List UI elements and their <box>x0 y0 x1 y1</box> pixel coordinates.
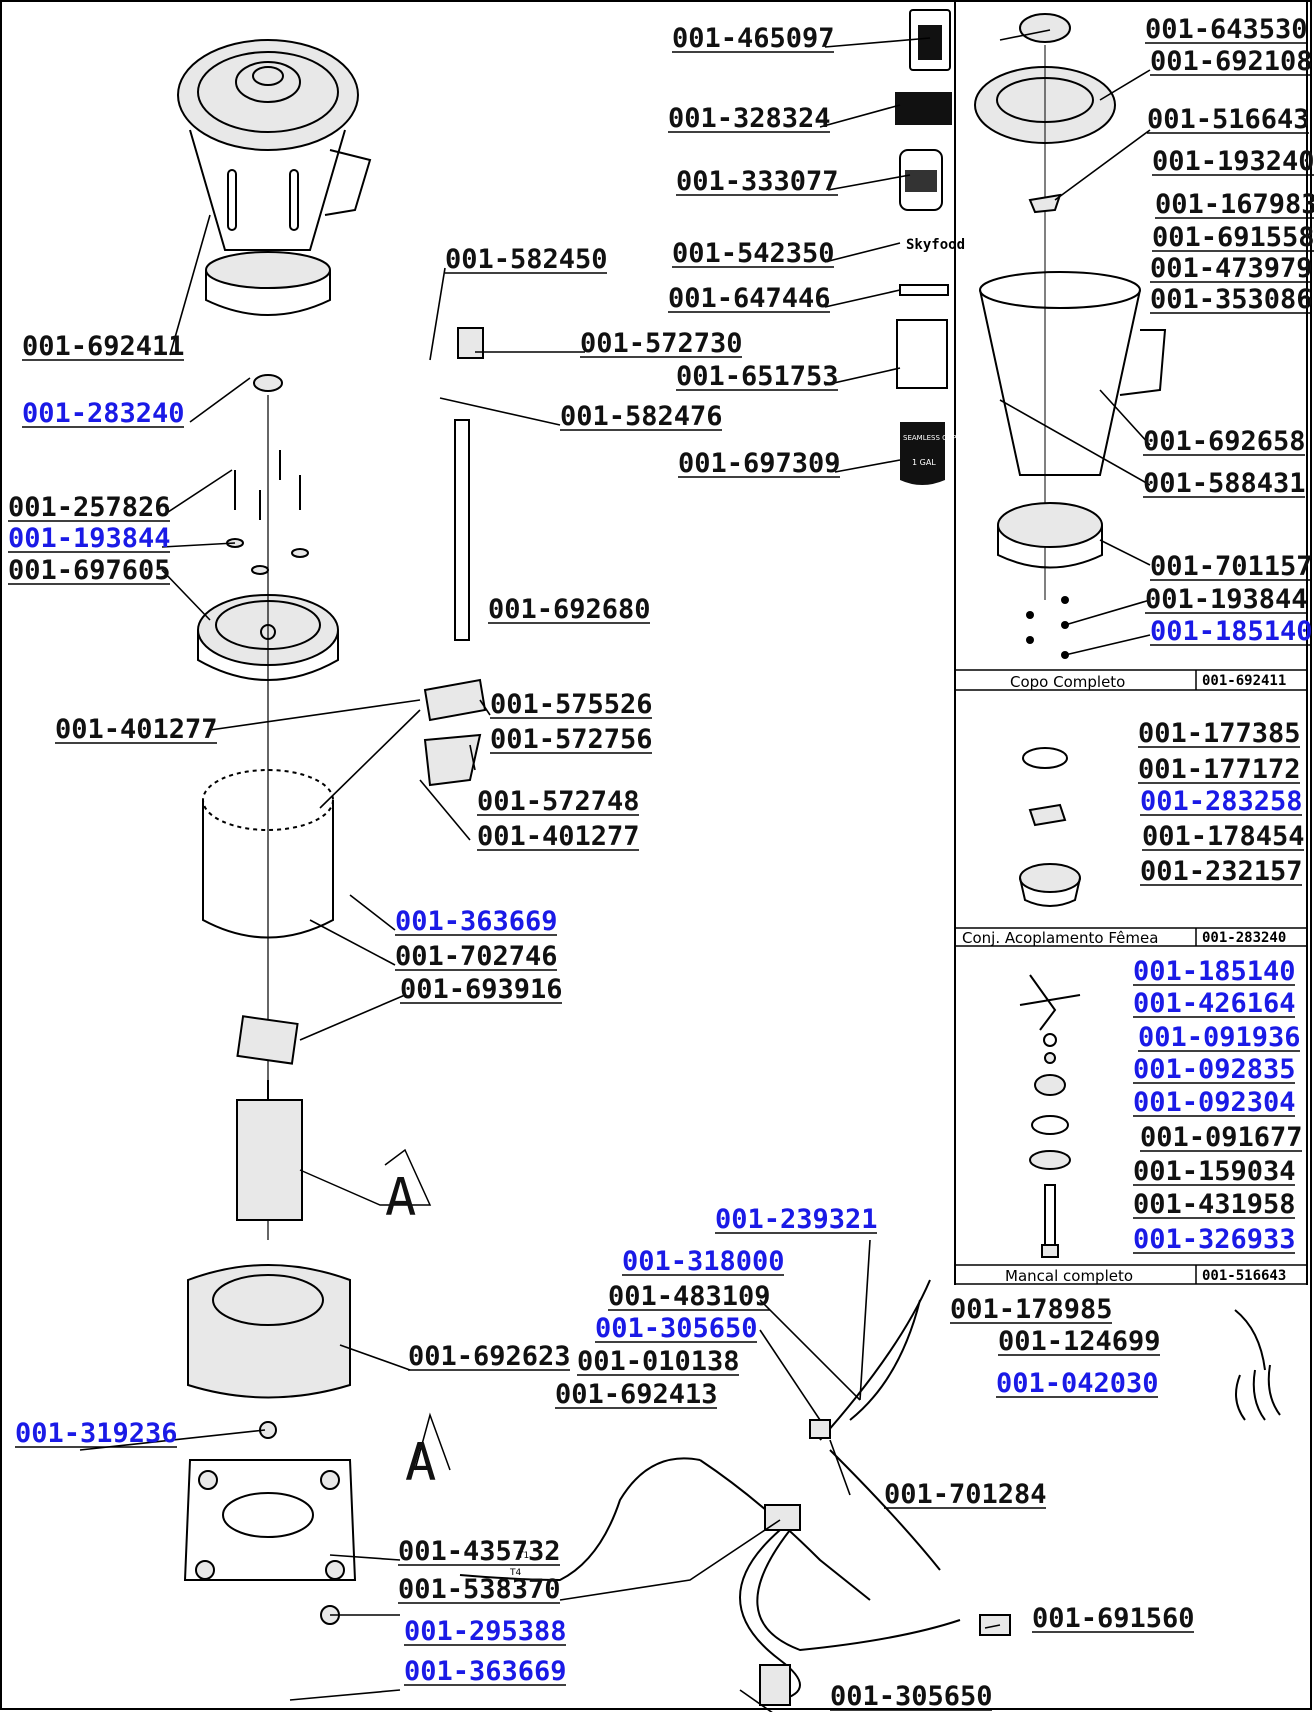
panel-title-mancal: Mancal completo <box>1005 1267 1133 1285</box>
part-number-label: 001-092835 <box>1133 1054 1296 1085</box>
part-number-label: 001-167983 <box>1155 189 1314 220</box>
part-number-label: 001-701284 <box>884 1479 1047 1510</box>
part-number-label: 001-643530 <box>1145 14 1308 45</box>
part-number-label: 001-692680 <box>488 594 651 625</box>
part-number-label: 001-431958 <box>1133 1189 1296 1220</box>
part-number-label: 001-124699 <box>998 1326 1161 1357</box>
part-number-label: 001-692623 <box>408 1341 571 1372</box>
part-number-label: 001-426164 <box>1133 988 1296 1019</box>
wire-tag-t4: T4 <box>509 1568 521 1578</box>
part-number-label: 001-193844 <box>8 523 171 554</box>
part-number-label: 001-257826 <box>8 492 171 523</box>
part-number-label: 001-239321 <box>715 1204 878 1235</box>
part-number-label: 001-326933 <box>1133 1224 1296 1255</box>
part-number-label: 001-588431 <box>1143 468 1306 499</box>
part-labels: 001-465097 001-328324 001-333077 001-542350… <box>8 14 1314 1712</box>
wiring-harness-drawing <box>459 1279 1281 1706</box>
part-number-label: 001-572756 <box>490 724 653 755</box>
part-number-label: 001-319236 <box>15 1418 178 1449</box>
part-number-label: 001-538370 <box>398 1574 561 1605</box>
part-number-label: 001-178454 <box>1142 821 1305 852</box>
part-number-label: 001-193240 <box>1152 146 1314 177</box>
part-number-label: 001-542350 <box>672 238 835 269</box>
part-number-label: 001-295388 <box>404 1616 567 1647</box>
base-plate-drawing <box>183 1421 357 1625</box>
part-number-label: 001-651753 <box>676 361 839 392</box>
detail-callout-a: A <box>405 1433 436 1493</box>
part-number-label: 001-692413 <box>555 1379 718 1410</box>
part-number-label: 001-283258 <box>1140 786 1303 817</box>
part-number-label: 001-572748 <box>477 786 640 817</box>
acoplamento-drawing <box>1019 747 1081 907</box>
part-number-label: 001-091936 <box>1138 1022 1301 1053</box>
part-number-label: 001-185140 <box>1133 956 1296 987</box>
seamless-decal-gal: 1 GAL <box>912 458 936 467</box>
part-number-label: 001-697309 <box>678 448 841 479</box>
part-number-label: 001-328324 <box>668 103 831 134</box>
part-number-label: 001-283240 <box>22 398 185 429</box>
part-number-label: 001-572730 <box>580 328 743 359</box>
panel-title-acoplamento: Conj. Acoplamento Fêmea <box>962 929 1158 947</box>
part-number-label: 001-333077 <box>676 166 839 197</box>
part-number-label: 001-042030 <box>996 1368 1159 1399</box>
copo-completo-drawing <box>974 13 1167 659</box>
housing-cylinder-drawing <box>202 769 334 939</box>
part-number-label: 001-697605 <box>8 555 171 586</box>
wire-tag-t1: T1 <box>517 1551 529 1561</box>
mancal-drawing <box>1019 974 1081 1258</box>
base-housing-drawing <box>187 1264 351 1399</box>
part-number-label: 001-473979 <box>1150 253 1313 284</box>
part-number-label: 001-363669 <box>404 1656 567 1687</box>
seamless-decal-title: SEAMLESS CUP <box>903 434 956 442</box>
part-number-label: 001-401277 <box>55 714 218 745</box>
part-number-label: 001-435732 <box>398 1536 561 1567</box>
panel-code-mancal: 001-516643 <box>1202 1268 1286 1284</box>
part-number-label: 001-178985 <box>950 1294 1113 1325</box>
panel-code-copo: 001-692411 <box>1202 673 1286 689</box>
part-number-label: 001-305650 <box>595 1313 758 1344</box>
part-number-label: 001-092304 <box>1133 1087 1296 1118</box>
switch-rod-drawing <box>423 327 487 787</box>
skyfood-decal: Skyfood <box>906 237 965 253</box>
decals-drawing: Skyfood SEAMLESS CUP 1 GAL <box>895 9 965 485</box>
motor-drawing <box>236 1080 432 1221</box>
part-number-label: 001-401277 <box>477 821 640 852</box>
part-number-label: 001-691560 <box>1032 1603 1195 1634</box>
part-number-label: 001-701157 <box>1150 551 1313 582</box>
part-number-label: 001-177385 <box>1138 718 1301 749</box>
part-number-label: 001-091677 <box>1140 1122 1303 1153</box>
part-number-label: 001-582450 <box>445 244 608 275</box>
part-number-label: 001-575526 <box>490 689 653 720</box>
part-number-label: 001-363669 <box>395 906 558 937</box>
jar-assembly-drawing <box>177 39 372 392</box>
part-number-label: 001-582476 <box>560 401 723 432</box>
detail-callout-a: A <box>385 1168 416 1228</box>
part-number-label: 001-692411 <box>22 331 185 362</box>
part-number-label: 001-702746 <box>395 941 558 972</box>
part-number-label: 001-177172 <box>1138 754 1301 785</box>
part-number-label: 001-692108 <box>1150 46 1313 77</box>
panel-code-acoplamento: 001-283240 <box>1202 930 1286 946</box>
part-number-label: 001-010138 <box>577 1346 740 1377</box>
part-number-label: 001-193844 <box>1145 584 1308 615</box>
part-number-label: 001-232157 <box>1140 856 1303 887</box>
part-number-label: 001-305650 <box>830 1681 993 1712</box>
leader-lines <box>79 29 1151 1712</box>
part-number-label: 001-483109 <box>608 1281 771 1312</box>
part-number-label: 001-465097 <box>672 23 835 54</box>
part-number-label: 001-159034 <box>1133 1156 1296 1187</box>
part-number-label: 001-318000 <box>622 1246 785 1277</box>
part-number-label: 001-185140 <box>1150 616 1313 647</box>
part-number-label: 001-693916 <box>400 974 563 1005</box>
part-number-label: 001-691558 <box>1152 222 1314 253</box>
part-number-label: 001-516643 <box>1147 104 1310 135</box>
panel-title-copo: Copo Completo <box>1010 673 1125 691</box>
part-number-label: 001-692658 <box>1143 426 1306 457</box>
part-number-label: 001-647446 <box>668 283 831 314</box>
part-number-label: 001-353086 <box>1150 284 1313 315</box>
